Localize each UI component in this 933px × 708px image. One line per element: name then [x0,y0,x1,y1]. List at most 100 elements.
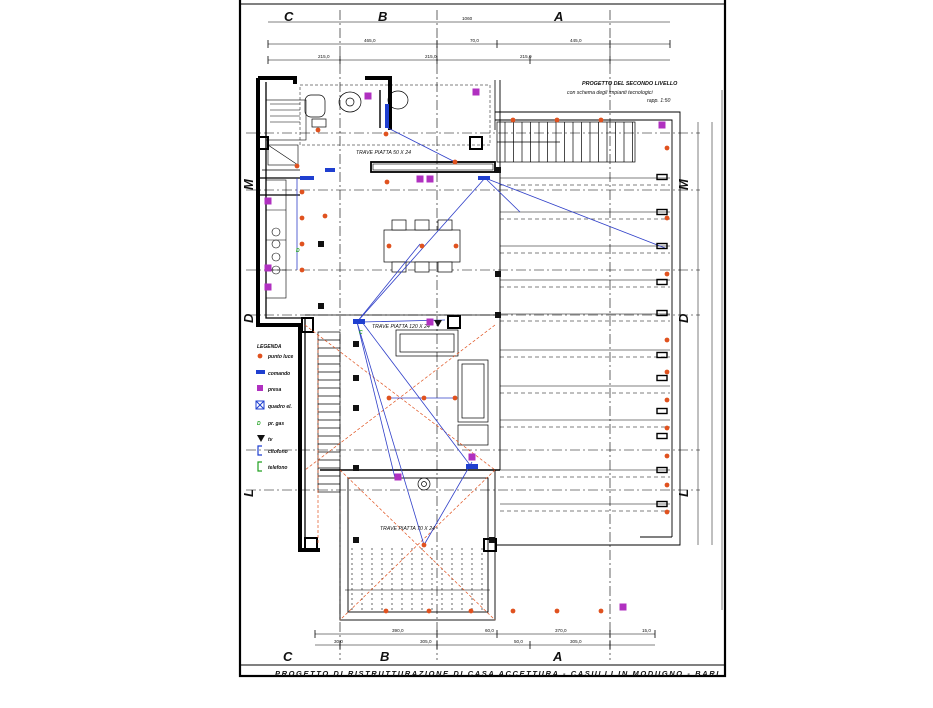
socket [658,121,666,129]
axis-labels-right: M D L [676,178,691,497]
project-note-line-3: rapp. 1:50 [647,98,670,104]
light-point [453,243,459,249]
structural-marker [353,341,359,347]
project-note-line-1: PROGETTO DEL SECONDO LIVELLO [582,81,678,87]
axis-label-right-d: D [676,313,691,323]
light-point [315,127,321,133]
light-point [664,271,670,277]
axis-label-right-m: M [676,178,691,190]
axis-label-left-m: M [241,178,256,190]
light-point [664,337,670,343]
legend-item-gas: D pr. gas [257,421,284,427]
legend-item-citofono: citofono [257,445,288,456]
light-point [294,163,300,169]
legend-label-punto-luce: punto luce [267,354,293,360]
svg-text:465,0: 465,0 [364,38,376,43]
terrace-marker [656,432,668,440]
light-point [510,608,516,614]
structural-marker [353,405,359,411]
terrace-marker [656,407,668,415]
svg-text:D: D [257,421,261,427]
svg-text:370,0: 370,0 [555,628,567,633]
legend-label-gas: pr. gas [267,421,284,427]
stair-ramp-right [345,177,670,610]
beam-label-2: TRAVE PIATTA 120 X 24 [372,324,430,330]
tv-marker [434,320,442,327]
socket [264,283,272,291]
staircase-left [317,331,341,493]
axis-labels-top: C B A [284,9,563,24]
light-point [384,179,390,185]
bathroom-fixtures [304,90,409,128]
svg-text:215,0: 215,0 [425,54,437,59]
light-point [664,397,670,403]
light-point [664,482,670,488]
light-point [299,267,305,273]
project-note: PROGETTO DEL SECONDO LIVELLO con schema … [567,81,678,104]
legend-label-citofono: citofono [268,449,288,455]
socket [472,88,480,96]
sheet-title: PROGETTO DI RISTRUTTURAZIONE DI CASA ACC… [275,669,720,678]
svg-text:70,0: 70,0 [470,38,479,43]
light-point [299,189,305,195]
light-point [664,425,670,431]
axis-label-right-l: L [676,489,691,497]
light-point [664,509,670,515]
socket [264,197,272,205]
light-point [383,608,389,614]
svg-text:305,0: 305,0 [570,639,582,644]
light-point [664,145,670,151]
light-point [598,608,604,614]
svg-text:D: D [296,248,300,254]
switch [466,464,478,469]
light-point [554,117,560,123]
terrace-marker [656,466,668,474]
terrace-marker [656,309,668,317]
light-point [468,608,474,614]
socket [394,473,402,481]
light-point [426,608,432,614]
terrace-marker [656,208,668,216]
socket [426,318,434,326]
legend-label-presa: presa [267,387,282,393]
sockets [264,88,666,611]
grid-axes [246,10,700,660]
light-point [664,453,670,459]
light-point [383,131,389,137]
axis-label-top-b: B [378,9,387,24]
switch [385,104,389,128]
axis-labels-bottom: C B A [283,649,562,664]
socket [619,603,627,611]
svg-text:215,0: 215,0 [520,54,532,59]
terrace-markers [318,167,668,543]
axis-label-left-d: D [241,313,256,323]
structural-marker [318,303,324,309]
svg-text:445,0: 445,0 [570,38,582,43]
light-point [598,117,604,123]
living-sofas [395,329,489,491]
light-point [452,159,458,165]
legend-label-telefono: telefono [268,465,287,471]
svg-text:305,0: 305,0 [420,639,432,644]
structural-marker [353,465,359,471]
legend-item-telefono: telefono [257,461,287,472]
legend-label-comando: comando [268,371,290,377]
legend-label-tv: tv [268,437,274,443]
socket [416,175,424,183]
light-point [452,395,458,401]
main-walls [256,76,500,552]
light-point [386,395,392,401]
light-point [322,213,328,219]
dimension-values: 465,0 70,0 445,0 1060 215,0 215,0 215,0 … [318,16,651,644]
light-point [421,395,427,401]
legend-label-quadro: quadro el. [268,404,292,410]
switch [325,168,335,172]
light-point [554,608,560,614]
legend-title: LEGENDA [257,344,282,350]
svg-text:30,0: 30,0 [334,639,343,644]
light-point [299,241,305,247]
terrace-marker [656,173,668,181]
svg-text:60,0: 60,0 [485,628,494,633]
terrace-marker [656,242,668,250]
